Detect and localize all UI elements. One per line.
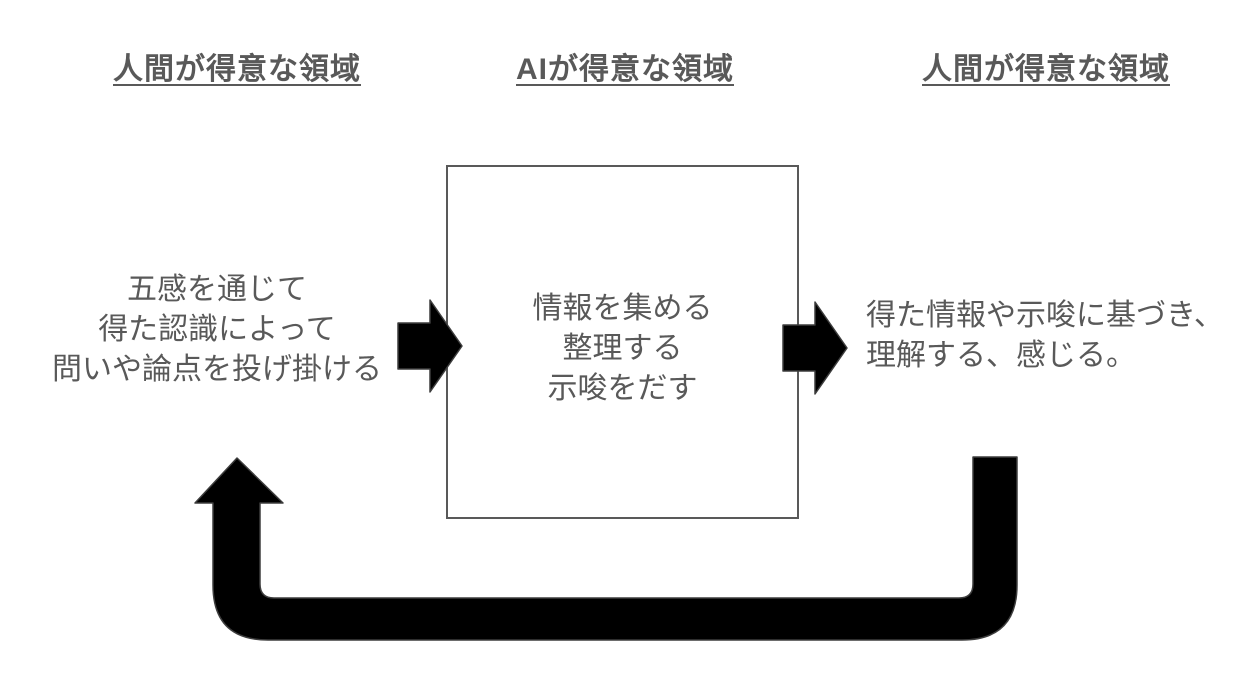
human-input-line-2: 得た認識によって: [98, 313, 336, 346]
ai-process-text-block: 情報を集める 整理する 示唆をだす: [533, 275, 713, 409]
ai-process-line-3: 示唆をだす: [547, 372, 698, 405]
human-input-line-3: 問いや論点を投げ掛ける: [52, 353, 382, 386]
human-output-text-block: 得た情報や示唆に基づき、 理解する、感じる。: [866, 296, 1260, 376]
header-human-domain-right: 人間が得意な領域: [922, 53, 1170, 86]
ai-process-line-1: 情報を集める: [532, 292, 713, 325]
ai-process-box: 情報を集める 整理する 示唆をだす: [446, 165, 799, 519]
human-input-line-1: 五感を通じて: [127, 273, 307, 306]
human-output-line-1: 得た情報や示唆に基づき、: [866, 299, 1224, 332]
human-input-text-block: 五感を通じて 得た認識によって 問いや論点を投げ掛ける: [28, 270, 406, 390]
arrow-right-left-to-box-icon: [397, 299, 463, 393]
header-human-domain-left: 人間が得意な領域: [113, 53, 361, 86]
header-ai-domain: AIが得意な領域: [516, 53, 734, 86]
ai-process-line-2: 整理する: [562, 332, 683, 365]
human-output-line-2: 理解する、感じる。: [866, 339, 1136, 372]
feedback-loop-arrow-icon: [194, 456, 1018, 641]
arrow-right-box-to-output-icon: [782, 301, 848, 395]
